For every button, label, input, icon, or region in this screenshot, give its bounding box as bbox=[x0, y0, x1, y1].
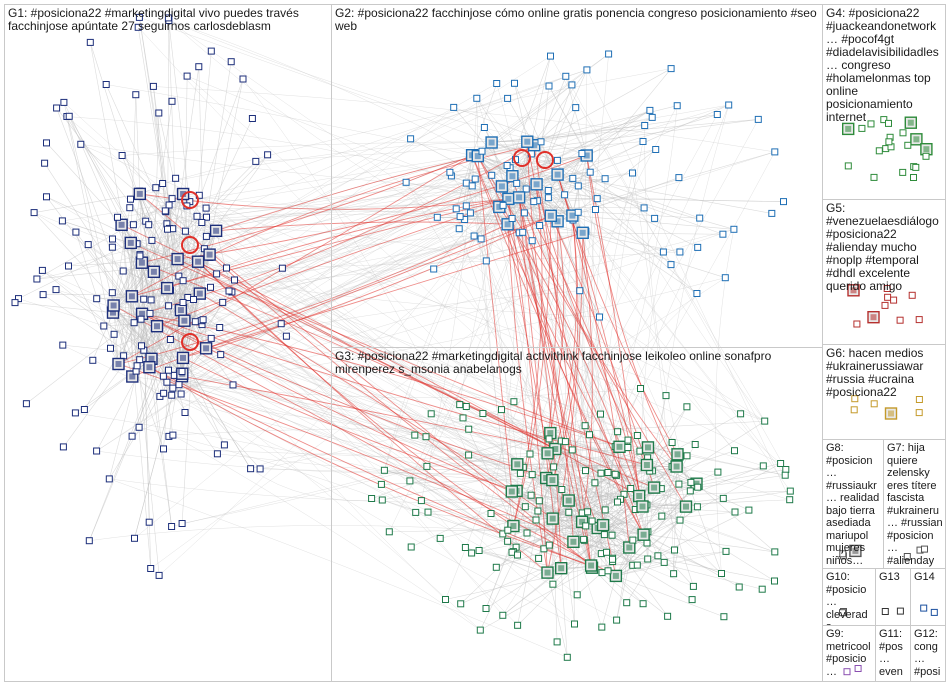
group-label-g6: G6: hacen medios #ukrainerussiawar #russ… bbox=[826, 347, 943, 399]
group-label-g12: G12: cong… #posi… inter… bbox=[914, 628, 943, 682]
group-panel-g7: G7: hija quiere zelensky eres títere fas… bbox=[883, 439, 946, 569]
group-panel-g1: G1: #posiciona22 #marketingdigital vivo … bbox=[4, 4, 332, 682]
group-label-g3: G3: #posiciona22 #marketingdigital activ… bbox=[335, 350, 820, 376]
group-panel-g9: G9: metricool #posicio… bbox=[822, 625, 876, 682]
group-label-g14: G14 bbox=[914, 571, 943, 584]
group-panel-g4: G4: #posiciona22 #juackeandonetwork… #po… bbox=[822, 4, 946, 200]
group-panel-g12: G12: cong… #posi… inter… bbox=[910, 625, 946, 682]
group-panel-g13: G13 bbox=[875, 568, 911, 626]
group-label-g7: G7: hija quiere zelensky eres títere fas… bbox=[887, 442, 943, 567]
group-label-g1: G1: #posiciona22 #marketingdigital vivo … bbox=[8, 7, 329, 33]
group-panel-g3: G3: #posiciona22 #marketingdigital activ… bbox=[331, 347, 823, 682]
group-panel-g5: G5: #venezuelaesdiálogo #posiciona22 #al… bbox=[822, 199, 946, 345]
group-label-g8: G8: #posicion… #russiaukr… realidad bajo… bbox=[826, 442, 881, 567]
group-panel-g2: G2: #posiciona22 facchinjose cómo online… bbox=[331, 4, 823, 348]
group-panel-g6: G6: hacen medios #ukrainerussiawar #russ… bbox=[822, 344, 946, 440]
group-label-g11: G11: #pos… even… impe… bbox=[879, 628, 908, 682]
group-panel-g14: G14 bbox=[910, 568, 946, 626]
group-label-g10: G10: #posicio… cleverads campañ… bbox=[826, 571, 873, 626]
group-label-g2: G2: #posiciona22 facchinjose cómo online… bbox=[335, 7, 820, 33]
group-label-g5: G5: #venezuelaesdiálogo #posiciona22 #al… bbox=[826, 202, 943, 293]
group-label-g9: G9: metricool #posicio… bbox=[826, 628, 873, 678]
group-panel-g11: G11: #pos… even… impe… bbox=[875, 625, 911, 682]
group-panel-g8: G8: #posicion… #russiaukr… realidad bajo… bbox=[822, 439, 884, 569]
group-label-g4: G4: #posiciona22 #juackeandonetwork… #po… bbox=[826, 7, 943, 124]
group-label-g13: G13 bbox=[879, 571, 908, 584]
group-panel-g10: G10: #posicio… cleverads campañ… bbox=[822, 568, 876, 626]
